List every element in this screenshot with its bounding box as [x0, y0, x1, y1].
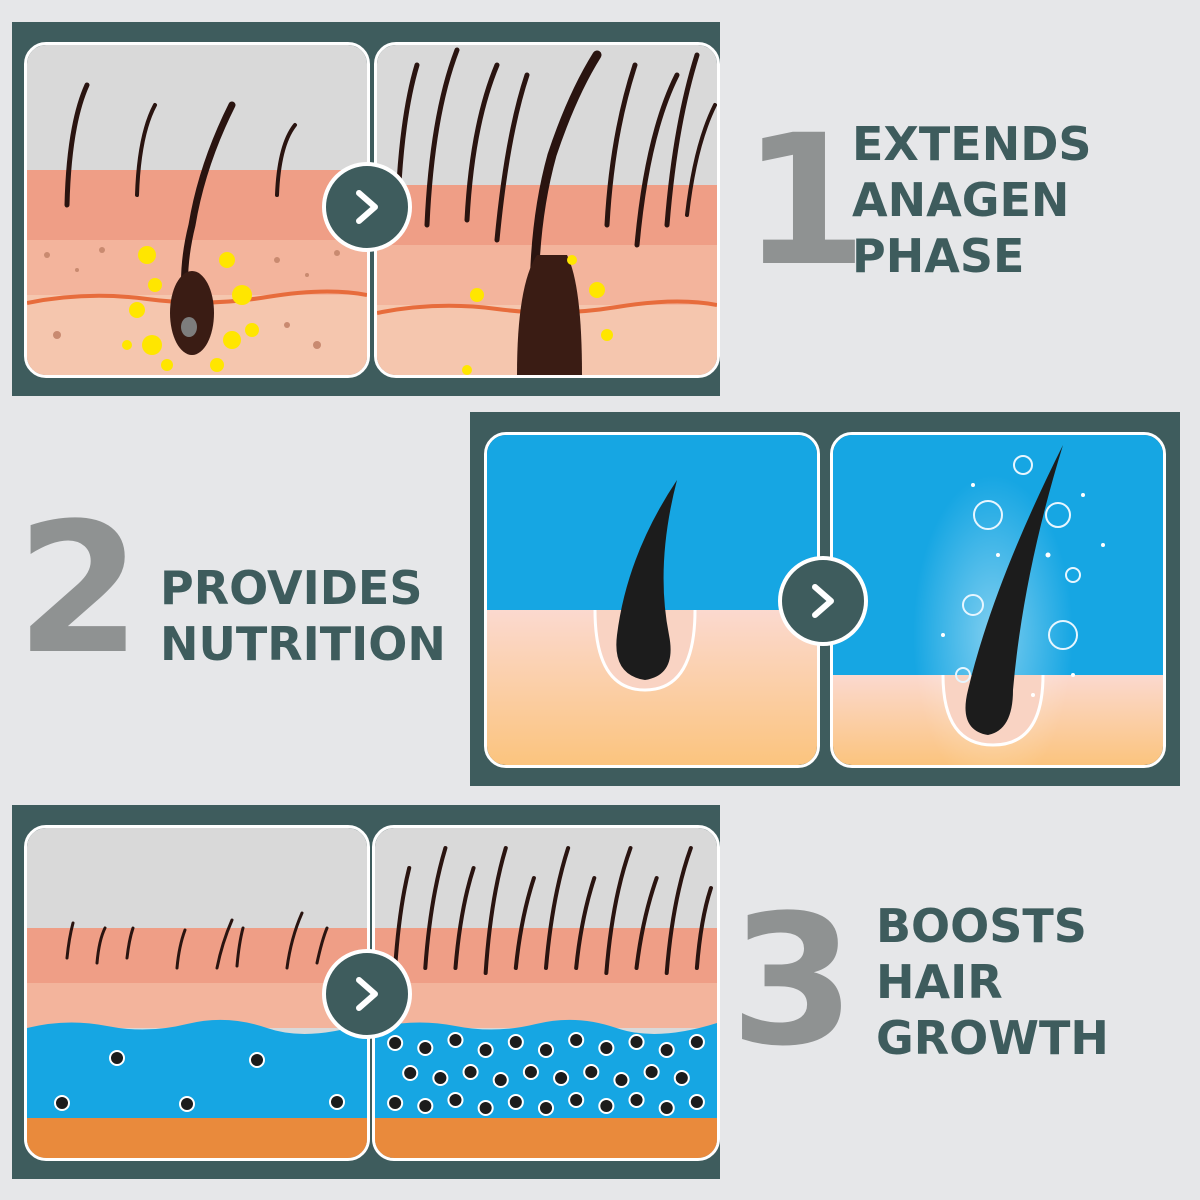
next-arrow-button-step-1[interactable]: [322, 162, 412, 252]
scalp-layers-after: [375, 828, 717, 1158]
next-arrow-button-step-3[interactable]: [322, 949, 412, 1039]
scalp-cross-section-after: [377, 45, 717, 375]
step-2-label: PROVIDES NUTRITION: [160, 560, 446, 672]
step-3-label: BOOSTS HAIR GROWTH: [876, 898, 1109, 1066]
chevron-right-icon: [812, 584, 834, 618]
step-2-before-panel: [484, 432, 820, 768]
next-arrow-button-step-2[interactable]: [778, 556, 868, 646]
step-3-frame: [12, 805, 720, 1179]
hair-follicle-before: [487, 435, 817, 765]
step-2-label-line-2: NUTRITION: [160, 617, 446, 672]
step-1-after-panel: [374, 42, 720, 378]
step-2-frame: [470, 412, 1180, 786]
step-3-before-panel: [24, 825, 370, 1161]
step-3-after-panel: [372, 825, 720, 1161]
step-2-after-panel: [830, 432, 1166, 768]
step-1-label-line-2: ANAGEN: [852, 173, 1070, 228]
step-3-label-line-1: BOOSTS: [876, 899, 1087, 953]
step-1-label: EXTENDS ANAGEN PHASE: [852, 116, 1092, 284]
step-1-number: 1: [742, 97, 868, 306]
step-3-label-line-3: GROWTH: [876, 1011, 1109, 1066]
chevron-right-icon: [356, 977, 378, 1011]
step-3-number: 3: [730, 877, 856, 1086]
step-3-label-line-2: HAIR: [876, 955, 1003, 1010]
scalp-layers-before: [27, 828, 367, 1158]
step-2-label-line-1: PROVIDES: [160, 561, 423, 615]
hair-follicle-after: [833, 435, 1163, 765]
chevron-right-icon: [356, 190, 378, 224]
step-1-before-panel: [24, 42, 370, 378]
scalp-cross-section-before: [27, 45, 367, 375]
step-1-label-line-3: PHASE: [852, 229, 1025, 284]
step-1-label-line-1: EXTENDS: [852, 117, 1092, 171]
step-2-number: 2: [16, 485, 142, 694]
step-1-frame: [12, 22, 720, 396]
